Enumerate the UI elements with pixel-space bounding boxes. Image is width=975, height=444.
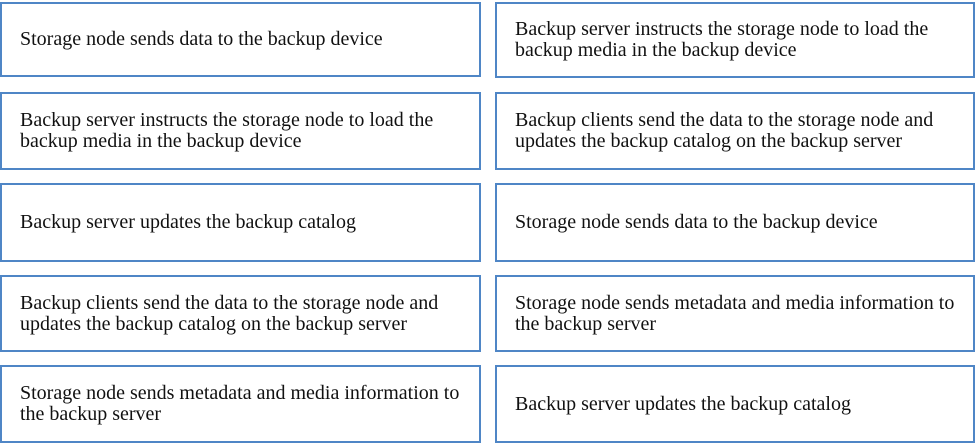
left-step-5[interactable]: Storage node sends metadata and media in…	[0, 365, 481, 443]
right-step-1[interactable]: Backup server instructs the storage node…	[495, 2, 975, 78]
left-step-4-label: Backup clients send the data to the stor…	[20, 291, 439, 335]
right-step-4-label: Storage node sends metadata and media in…	[515, 291, 955, 335]
right-step-4[interactable]: Storage node sends metadata and media in…	[495, 275, 975, 352]
left-step-5-label: Storage node sends metadata and media in…	[20, 382, 460, 425]
right-step-2[interactable]: Backup clients send the data to the stor…	[495, 92, 975, 170]
left-step-3-label: Backup server updates the backup catalog	[20, 211, 356, 233]
left-step-1[interactable]: Storage node sends data to the backup de…	[0, 2, 481, 77]
left-step-3[interactable]: Backup server updates the backup catalog	[0, 183, 481, 262]
right-step-5[interactable]: Backup server updates the backup catalog	[495, 365, 975, 443]
left-step-1-label: Storage node sends data to the backup de…	[20, 28, 383, 50]
left-step-4[interactable]: Backup clients send the data to the stor…	[0, 275, 481, 352]
right-step-5-label: Backup server updates the backup catalog	[515, 392, 851, 415]
right-step-3[interactable]: Storage node sends data to the backup de…	[495, 183, 975, 262]
right-step-3-label: Storage node sends data to the backup de…	[515, 211, 878, 233]
left-step-2[interactable]: Backup server instructs the storage node…	[0, 92, 481, 170]
left-step-2-label: Backup server instructs the storage node…	[20, 109, 434, 152]
right-step-2-label: Backup clients send the data to the stor…	[515, 109, 934, 152]
right-step-1-label: Backup server instructs the storage node…	[515, 18, 929, 61]
